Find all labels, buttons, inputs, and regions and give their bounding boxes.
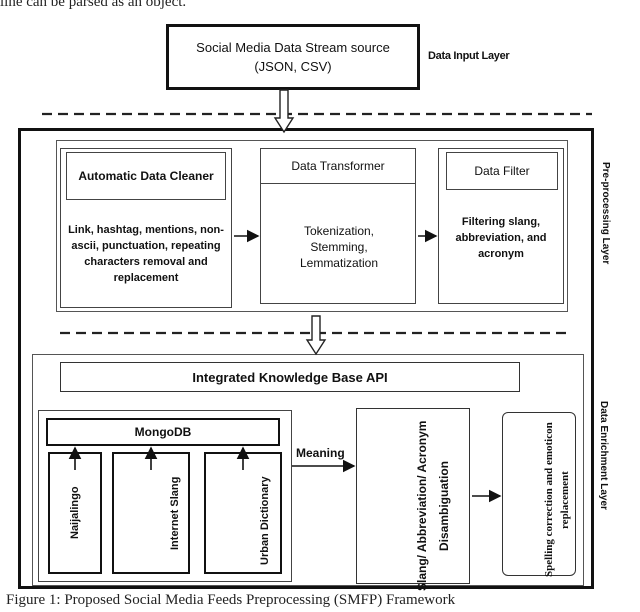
urban-dictionary-box xyxy=(204,452,282,574)
preprocessing-layer-label: Pre-processing Layer xyxy=(600,161,611,265)
naijalingo-label: Naijalingo xyxy=(69,486,81,540)
enrichment-layer-label: Data Enrichment Layer xyxy=(598,400,609,510)
data-filter-title: Data Filter xyxy=(446,152,558,190)
meaning-label: Meaning xyxy=(296,446,345,460)
mongodb-box: MongoDB xyxy=(46,418,280,446)
data-filter-desc: Filtering slang, abbreviation, and acron… xyxy=(455,216,547,260)
data-input-layer-label: Data Input Layer xyxy=(428,50,510,62)
data-cleaner-desc: Link, hashtag, mentions, non-ascii, punc… xyxy=(68,224,224,284)
figure-caption: Figure 1: Proposed Social Media Feeds Pr… xyxy=(6,592,456,608)
spelling-correction-label: Spelling correction and emoticon replace… xyxy=(543,422,571,578)
data-source-title: Social Media Data Stream source xyxy=(196,40,390,55)
spelling-correction-box xyxy=(502,412,576,576)
data-transformer-desc: Tokenization, Stemming, Lemmatization xyxy=(299,224,379,270)
data-source-box: Social Media Data Stream source (JSON, C… xyxy=(166,24,420,90)
disambiguation-label: Slang/ Abbreviation/ Acronym Disambiguat… xyxy=(415,420,451,592)
top-caption: line can be parsed as an object. xyxy=(0,0,187,10)
preprocessing-panel xyxy=(56,140,568,312)
data-source-formats: (JSON, CSV) xyxy=(254,59,332,74)
data-cleaner-title: Automatic Data Cleaner xyxy=(66,152,226,200)
data-transformer-title: Data Transformer xyxy=(260,148,416,184)
disambiguation-box xyxy=(356,408,470,584)
urban-dictionary-label: Urban Dictionary xyxy=(259,476,271,566)
knowledge-base-api-box: Integrated Knowledge Base API xyxy=(60,362,520,392)
framework-frame xyxy=(18,128,594,589)
